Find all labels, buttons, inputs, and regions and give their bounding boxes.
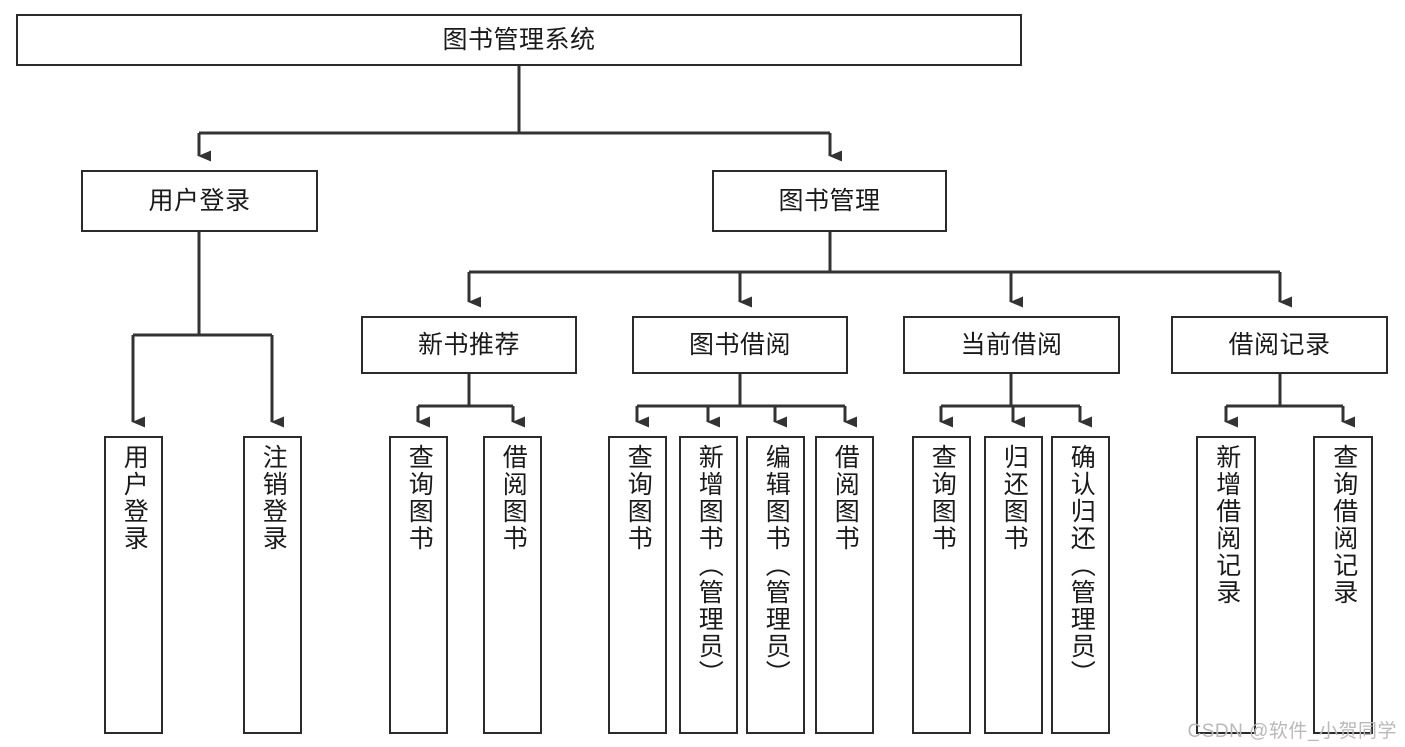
node-label: 新书推荐 bbox=[417, 330, 520, 359]
node-label: 编辑图书（管理员） bbox=[762, 444, 791, 687]
leaf-current-return-book[interactable]: 归还图书 bbox=[984, 436, 1043, 734]
leaf-current-query-book[interactable]: 查询图书 bbox=[912, 436, 971, 734]
node-label: 归还图书 bbox=[1000, 444, 1029, 552]
watermark-text: CSDN @软件_小贺同学 bbox=[1187, 721, 1397, 742]
node-root-system[interactable]: 图书管理系统 bbox=[16, 14, 1022, 66]
leaf-borrow-edit-book-admin[interactable]: 编辑图书（管理员） bbox=[746, 436, 805, 734]
node-label: 图书借阅 bbox=[688, 330, 791, 359]
node-label: 查询图书 bbox=[405, 444, 434, 552]
node-user-login[interactable]: 用户登录 bbox=[81, 170, 318, 232]
node-current-borrow[interactable]: 当前借阅 bbox=[903, 316, 1120, 374]
node-label: 查询图书 bbox=[928, 444, 957, 552]
node-label: 借阅图书 bbox=[499, 444, 528, 552]
node-label: 新增图书（管理员） bbox=[695, 444, 724, 687]
node-label: 确认归还（管理员） bbox=[1067, 444, 1096, 687]
leaf-user-login-login[interactable]: 用户登录 bbox=[104, 436, 163, 734]
node-book-borrow[interactable]: 图书借阅 bbox=[632, 316, 848, 374]
node-label: 借阅记录 bbox=[1228, 330, 1331, 359]
node-label: 新增借阅记录 bbox=[1212, 444, 1241, 606]
leaf-record-add-record[interactable]: 新增借阅记录 bbox=[1196, 436, 1256, 734]
leaf-recommend-borrow-book[interactable]: 借阅图书 bbox=[483, 436, 542, 734]
node-label: 借阅图书 bbox=[831, 444, 860, 552]
leaf-borrow-borrow-book[interactable]: 借阅图书 bbox=[815, 436, 874, 734]
leaf-borrow-query-book[interactable]: 查询图书 bbox=[608, 436, 667, 734]
leaf-user-login-logout[interactable]: 注销登录 bbox=[243, 436, 302, 734]
node-label: 查询借阅记录 bbox=[1329, 444, 1358, 606]
node-borrow-record[interactable]: 借阅记录 bbox=[1171, 316, 1388, 374]
node-book-management[interactable]: 图书管理 bbox=[712, 170, 947, 232]
node-label: 当前借阅 bbox=[960, 330, 1063, 359]
leaf-record-query-record[interactable]: 查询借阅记录 bbox=[1313, 436, 1373, 734]
node-label: 图书管理系统 bbox=[442, 25, 596, 54]
node-label: 用户登录 bbox=[148, 186, 251, 215]
node-label: 用户登录 bbox=[120, 444, 149, 552]
leaf-recommend-query-book[interactable]: 查询图书 bbox=[389, 436, 448, 734]
node-label: 查询图书 bbox=[624, 444, 653, 552]
leaf-borrow-add-book-admin[interactable]: 新增图书（管理员） bbox=[679, 436, 738, 734]
leaf-current-confirm-return-admin[interactable]: 确认归还（管理员） bbox=[1051, 436, 1110, 734]
node-new-book-recommend[interactable]: 新书推荐 bbox=[361, 316, 577, 374]
node-label: 注销登录 bbox=[259, 444, 288, 552]
node-label: 图书管理 bbox=[778, 186, 881, 215]
